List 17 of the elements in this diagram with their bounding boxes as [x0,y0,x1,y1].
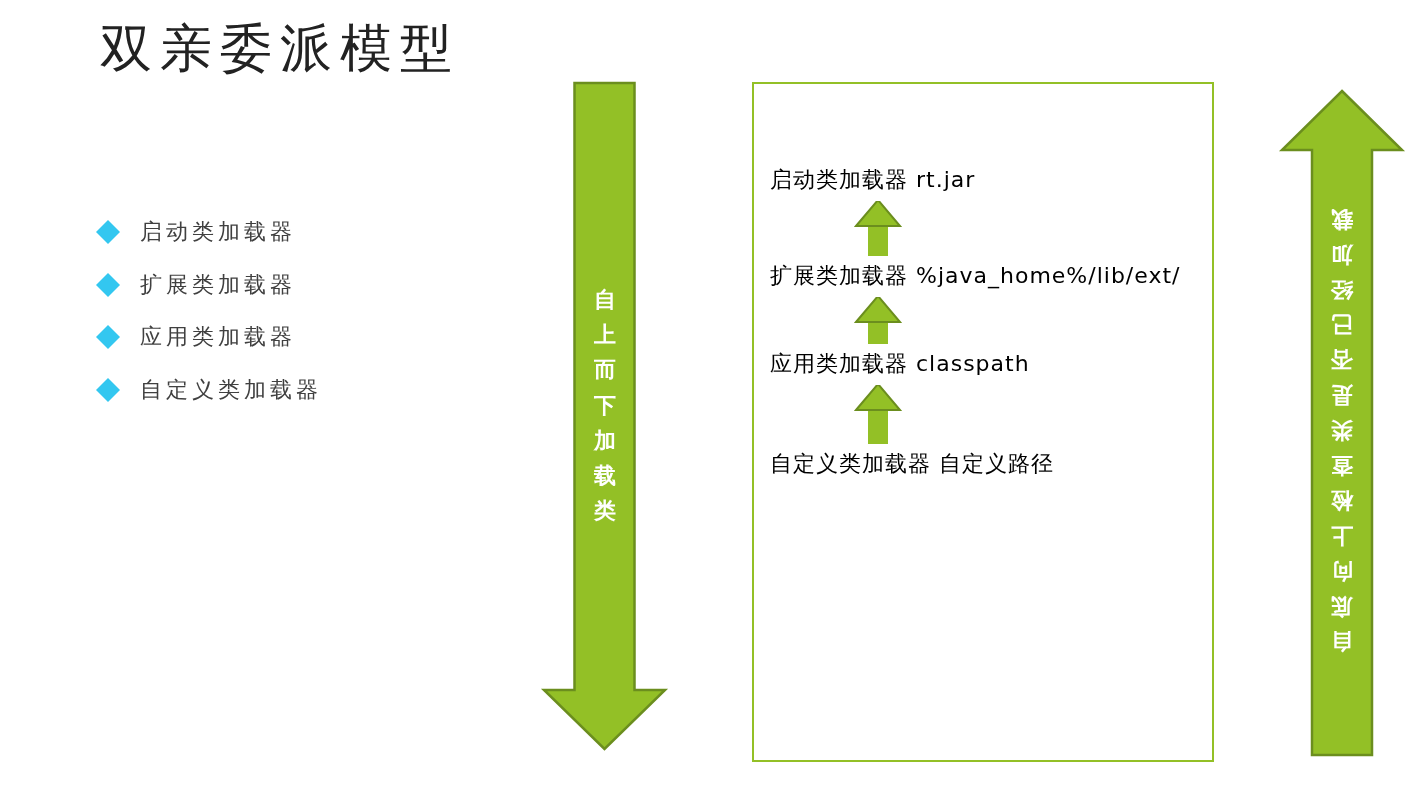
list-item-text: 应用类加载器 [140,323,296,351]
list-item-text: 启动类加载器 [140,218,296,246]
loader-text: 扩展类加载器 %java_home%/lib/ext/ [770,260,1181,292]
up-arrow [855,295,901,344]
loader-text: 启动类加载器 rt.jar [770,164,976,196]
list-item-text: 扩展类加载器 [140,270,296,299]
loader-text: 自定义类加载器 自定义路径 [770,448,1054,480]
vertical-text: 自上而下加载类 [593,286,616,526]
down-block-arrow [543,82,666,750]
loader-text: 应用类加载器 classpath [770,348,1030,380]
title: 双亲委派模型 [100,17,460,80]
panel-box [752,82,1214,762]
up-arrow [855,383,901,444]
list-item-text: 自定义类加载器 [140,375,322,404]
up-arrow [855,199,901,256]
vertical-text: 自底向上检查类是否已经加载 [1331,206,1353,657]
up-block-arrow [1281,90,1403,756]
